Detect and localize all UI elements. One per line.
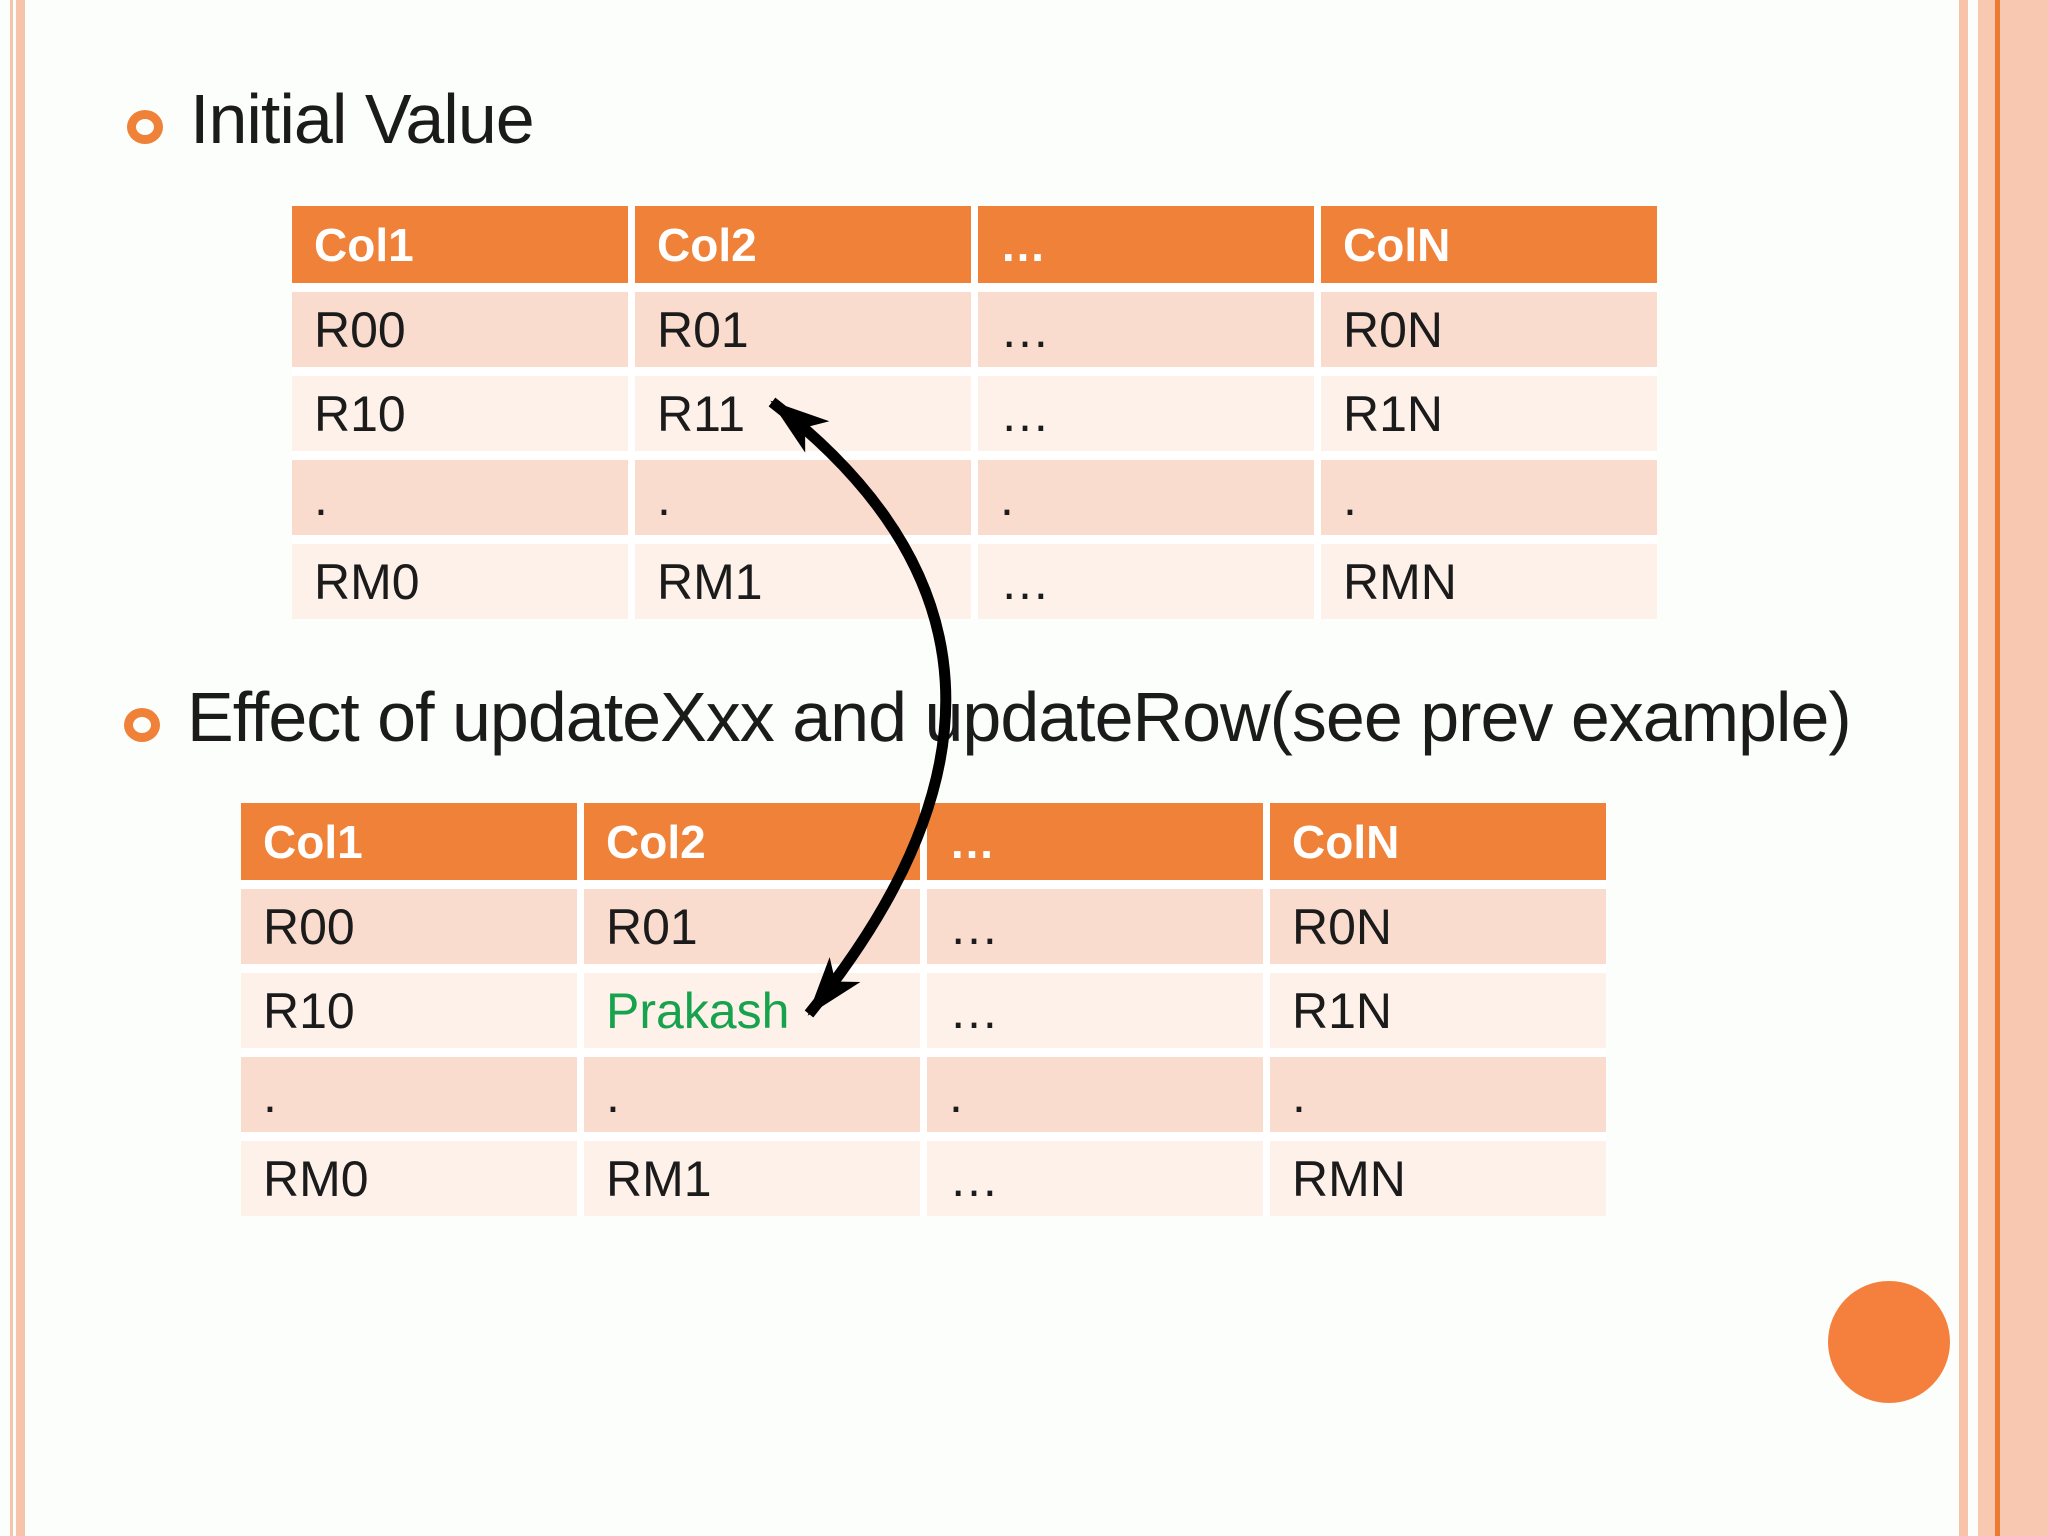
table-cell: …: [978, 544, 1314, 619]
updated-table: Col1 Col2 … ColN R00 R01 … R0N R10 Praka…: [241, 803, 1606, 1216]
initial-table: Col1 Col2 … ColN R00 R01 … R0N R10 R11 ……: [292, 206, 1657, 619]
updated-value-cell: Prakash: [584, 973, 920, 1048]
table-cell: R00: [292, 292, 628, 367]
header-cell: Col2: [635, 206, 971, 283]
table-cell: …: [978, 292, 1314, 367]
header-cell: Col2: [584, 803, 920, 880]
table-cell: .: [635, 460, 971, 535]
table-cell: .: [292, 460, 628, 535]
table-cell: RM0: [292, 544, 628, 619]
table-cell: …: [927, 1141, 1263, 1216]
right-orange-line: [1995, 0, 2000, 1536]
bullet-circle-icon: [127, 110, 163, 144]
table-cell: R00: [241, 889, 577, 964]
table-cell: …: [927, 889, 1263, 964]
right-edge-band: [2000, 0, 2048, 1536]
table-cell: …: [927, 973, 1263, 1048]
left-band-stripe: [16, 0, 25, 1536]
header-cell: ColN: [1321, 206, 1657, 283]
table-cell: .: [927, 1057, 1263, 1132]
table-cell: R0N: [1270, 889, 1606, 964]
table-cell: .: [241, 1057, 577, 1132]
table-cell: RM1: [584, 1141, 920, 1216]
table-cell: .: [1270, 1057, 1606, 1132]
header-cell: Col1: [292, 206, 628, 283]
table-cell: R0N: [1321, 292, 1657, 367]
decorative-circle: [1828, 1281, 1950, 1403]
header-cell: Col1: [241, 803, 577, 880]
header-cell: …: [978, 206, 1314, 283]
table-cell: R01: [584, 889, 920, 964]
table-cell: RMN: [1321, 544, 1657, 619]
heading-effect-update: Effect of updateXxx and updateRow(see pr…: [187, 678, 1852, 756]
table-cell: R10: [241, 973, 577, 1048]
table-cell: .: [978, 460, 1314, 535]
table-cell: R1N: [1321, 376, 1657, 451]
heading-initial-value: Initial Value: [190, 80, 535, 158]
table-cell: RM1: [635, 544, 971, 619]
right-thin-stripe: [1959, 0, 1968, 1536]
table-cell: RM0: [241, 1141, 577, 1216]
right-inner-band: [1978, 0, 1995, 1536]
table-cell: …: [978, 376, 1314, 451]
table-cell-r11: R11: [635, 376, 971, 451]
header-cell: ColN: [1270, 803, 1606, 880]
table-cell: .: [1321, 460, 1657, 535]
bullet-circle-icon: [124, 708, 160, 742]
table-cell: R10: [292, 376, 628, 451]
table-cell: R01: [635, 292, 971, 367]
bullet-line-initial-value: Initial Value: [127, 80, 535, 158]
bullet-line-effect-update: Effect of updateXxx and updateRow(see pr…: [124, 678, 1852, 756]
left-thin-stripe: [10, 0, 13, 1536]
table-cell: RMN: [1270, 1141, 1606, 1216]
table-cell: R1N: [1270, 973, 1606, 1048]
table-cell: .: [584, 1057, 920, 1132]
header-cell: …: [927, 803, 1263, 880]
